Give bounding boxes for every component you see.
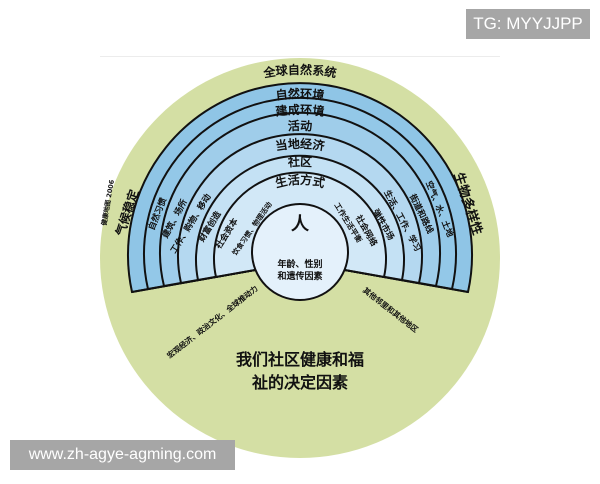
- center-subtitle-line1: 年龄、性别: [277, 258, 322, 270]
- people-center-circle: [251, 203, 349, 301]
- watermark-bottom-left: www.zh-agye-agming.com: [10, 440, 235, 470]
- center-subtitle-line2: 和遗传因素: [276, 270, 322, 282]
- ring-label-community: 社区: [286, 154, 312, 170]
- ring-label-local-economy: 当地经济: [274, 136, 326, 154]
- diagram-title-line1: 我们社区健康和福: [236, 350, 364, 369]
- diagram-title-line2: 祉的决定因素: [251, 373, 348, 392]
- ring-label-built-environment: 建成环境: [274, 102, 326, 119]
- divider: [100, 56, 500, 57]
- people-label: 人: [291, 214, 310, 235]
- global-natural-system-label: 全球自然系统: [261, 62, 337, 81]
- watermark-top-right: TG: MYYJJPP: [466, 9, 590, 39]
